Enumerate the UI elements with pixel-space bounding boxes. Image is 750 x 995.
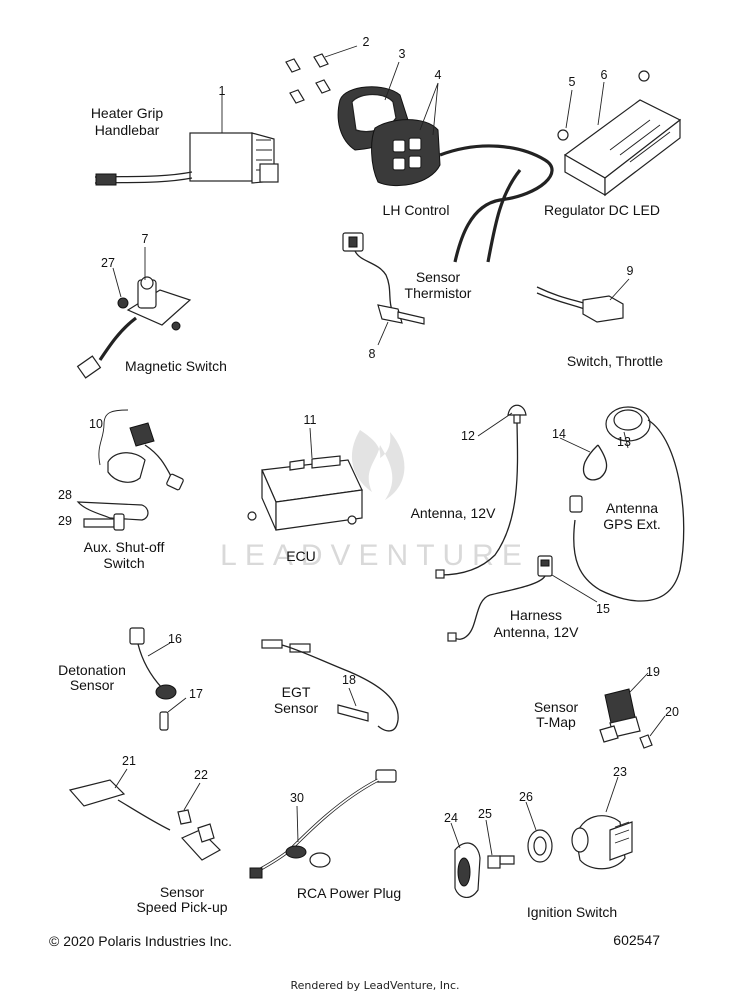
tmap-label-2: T-Map bbox=[536, 714, 576, 730]
thermistor-label-2: Thermistor bbox=[405, 285, 472, 301]
antenna-12v-part bbox=[435, 404, 527, 579]
callout-25: 25 bbox=[478, 807, 492, 821]
lh-control-part bbox=[337, 61, 554, 263]
magnetic-switch-label: Magnetic Switch bbox=[125, 358, 227, 374]
ignition-switch-part bbox=[450, 776, 633, 898]
callout-7: 7 bbox=[142, 232, 149, 246]
callout-20: 20 bbox=[665, 705, 679, 719]
throttle-switch-label: Switch, Throttle bbox=[567, 353, 663, 369]
watermark: LEADVENTURE bbox=[220, 430, 530, 572]
copyright-text: © 2020 Polaris Industries Inc. bbox=[49, 933, 232, 949]
rca-plug-part bbox=[249, 769, 397, 879]
antenna-gps-label-1: Antenna bbox=[606, 500, 658, 516]
aux-shutoff-label-1: Aux. Shut-off bbox=[84, 539, 165, 555]
callout-29: 29 bbox=[58, 514, 72, 528]
callout-16: 16 bbox=[168, 632, 182, 646]
harness-antenna-label-1: Harness bbox=[510, 607, 562, 623]
callout-22: 22 bbox=[194, 768, 208, 782]
tmap-label-1: Sensor bbox=[534, 699, 579, 715]
callout-13: 13 bbox=[617, 435, 631, 449]
diagram-id: 602547 bbox=[613, 932, 660, 948]
callout-10: 10 bbox=[89, 417, 103, 431]
callout-1: 1 bbox=[219, 84, 226, 98]
rca-plug-label: RCA Power Plug bbox=[297, 885, 401, 901]
regulator-label: Regulator DC LED bbox=[544, 202, 660, 218]
aux-shutoff-part bbox=[76, 409, 184, 531]
detonation-label-1: Detonation bbox=[58, 662, 126, 678]
callout-19: 19 bbox=[646, 665, 660, 679]
ignition-switch-label: Ignition Switch bbox=[527, 904, 617, 920]
magnetic-switch-part bbox=[76, 247, 192, 379]
callout-3: 3 bbox=[399, 47, 406, 61]
antenna-12v-label: Antenna, 12V bbox=[411, 505, 497, 521]
callout-15: 15 bbox=[596, 602, 610, 616]
callout-26: 26 bbox=[519, 790, 533, 804]
callout-6: 6 bbox=[601, 68, 608, 82]
antenna-gps-part bbox=[559, 406, 685, 602]
callout-28: 28 bbox=[58, 488, 72, 502]
speed-sensor-part bbox=[68, 768, 221, 861]
detonation-sensor-part bbox=[129, 627, 187, 731]
screws-part bbox=[285, 45, 358, 104]
callout-4: 4 bbox=[435, 68, 442, 82]
speed-sensor-label-1: Sensor bbox=[160, 884, 205, 900]
ecu-label: ECU bbox=[286, 548, 316, 564]
egt-label-2: Sensor bbox=[274, 700, 319, 716]
antenna-gps-label-2: GPS Ext. bbox=[603, 516, 661, 532]
thermistor-label-1: Sensor bbox=[416, 269, 461, 285]
callout-24: 24 bbox=[444, 811, 458, 825]
detonation-label-2: Sensor bbox=[70, 677, 115, 693]
regulator-part bbox=[557, 70, 682, 197]
callout-14: 14 bbox=[552, 427, 566, 441]
callout-12: 12 bbox=[461, 429, 475, 443]
callout-9: 9 bbox=[627, 264, 634, 278]
egt-label-1: EGT bbox=[282, 684, 311, 700]
heater-grip-part bbox=[94, 95, 279, 186]
throttle-switch-part bbox=[536, 278, 630, 323]
callout-2: 2 bbox=[363, 35, 370, 49]
harness-antenna-label-2: Antenna, 12V bbox=[494, 624, 580, 640]
callout-11: 11 bbox=[304, 413, 317, 427]
callout-23: 23 bbox=[613, 765, 627, 779]
callout-18: 18 bbox=[342, 673, 356, 687]
watermark-text: LEADVENTURE bbox=[220, 539, 530, 572]
harness-antenna-part bbox=[447, 555, 598, 642]
callout-5: 5 bbox=[569, 75, 576, 89]
lh-control-label: LH Control bbox=[383, 202, 450, 218]
callout-30: 30 bbox=[290, 791, 304, 805]
heater-grip-label-2: Handlebar bbox=[95, 122, 160, 138]
heater-grip-label-1: Heater Grip bbox=[91, 105, 164, 121]
callout-8: 8 bbox=[369, 347, 376, 361]
callout-21: 21 bbox=[122, 754, 136, 768]
ecu-part bbox=[247, 427, 363, 531]
thermistor-part bbox=[342, 232, 425, 346]
callout-27: 27 bbox=[101, 256, 115, 270]
aux-shutoff-label-2: Switch bbox=[103, 555, 144, 571]
rendered-by-text: Rendered by LeadVenture, Inc. bbox=[290, 979, 459, 992]
egt-sensor-part bbox=[261, 639, 399, 732]
speed-sensor-label-2: Speed Pick-up bbox=[136, 899, 227, 915]
tmap-sensor-part bbox=[599, 672, 666, 749]
callout-17: 17 bbox=[189, 687, 203, 701]
